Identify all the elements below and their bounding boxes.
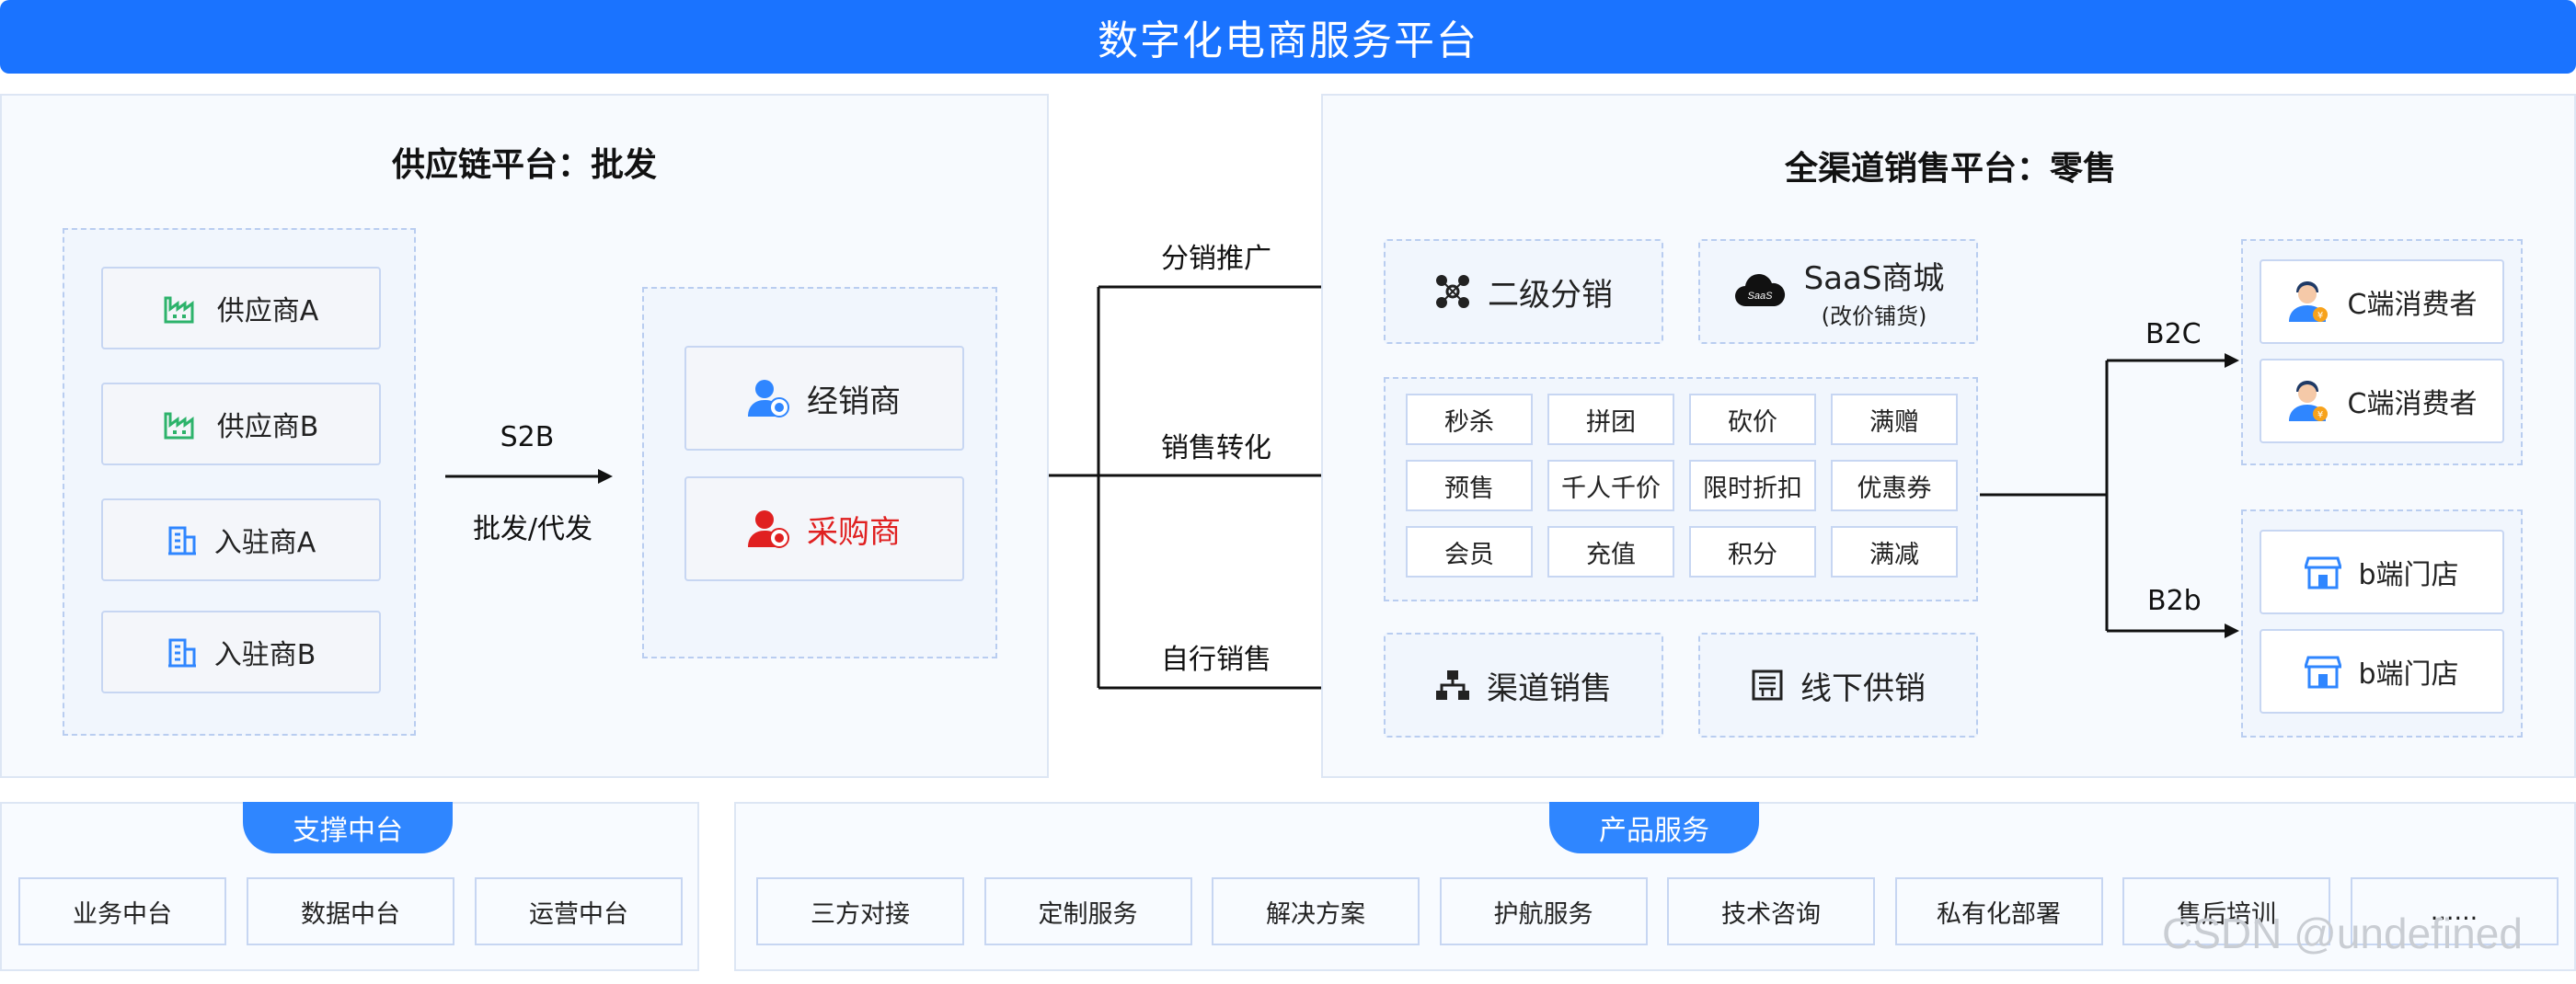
customer-connectors xyxy=(1980,353,2239,638)
marketing-tool-cell: 预售 xyxy=(1406,460,1533,511)
factory-icon xyxy=(164,292,201,324)
offline-supply-label: 线下供销 xyxy=(1800,669,1926,707)
building-icon xyxy=(167,636,198,668)
marketing-tool-cell: 优惠券 xyxy=(1831,460,1958,511)
product-item: 技术咨询 xyxy=(1667,877,1875,945)
s2b-arrow xyxy=(445,469,613,484)
supplier-node: 供应商B xyxy=(101,383,381,465)
consumer-icon: ¥ xyxy=(2287,280,2331,324)
dealers-group xyxy=(642,287,997,658)
supplier-label: 供应商A xyxy=(216,295,319,327)
products-title: 产品服务 xyxy=(1599,815,1709,847)
marketing-tool-cell: 满减 xyxy=(1831,526,1958,578)
svg-text:¥: ¥ xyxy=(2317,311,2322,321)
dealer-node: 经销商 xyxy=(684,346,964,451)
omnichannel-title: 全渠道销售平台：零售 xyxy=(1784,150,2116,188)
saas-badge-text: SaaS xyxy=(1747,291,1773,302)
marketing-tool-cell: 秒杀 xyxy=(1406,394,1533,445)
product-item: 三方对接 xyxy=(756,877,964,945)
merchant-label: 入驻商A xyxy=(213,527,316,559)
saas-mall: SaaS SaaS商城 (改价铺货) xyxy=(1698,239,1978,344)
c-consumer-node: ¥ C端消费者 xyxy=(2260,259,2504,344)
product-item: 私有化部署 xyxy=(1894,877,2103,945)
b2b-label: B2b xyxy=(2147,585,2202,617)
marketing-tool-cell: 充值 xyxy=(1547,526,1674,578)
offline-supply: 线下供销 xyxy=(1698,633,1978,738)
network-icon xyxy=(1434,273,1471,310)
user-badge-icon xyxy=(748,509,790,549)
marketing-tool-cell: 会员 xyxy=(1406,526,1533,578)
saas-title: SaaS商城 xyxy=(1803,260,1945,297)
marketing-tool-cell: 满赠 xyxy=(1831,394,1958,445)
s2b-label: S2B xyxy=(500,421,555,453)
merchant-node: 入驻商A xyxy=(101,498,381,581)
shop-icon xyxy=(2305,654,2342,689)
building-icon xyxy=(167,524,198,555)
marketing-tool-cell: 积分 xyxy=(1689,526,1816,578)
b2c-label: B2C xyxy=(2145,318,2202,350)
c-consumer-node: ¥ C端消费者 xyxy=(2260,359,2504,443)
channel-sales-label: 渠道销售 xyxy=(1487,669,1612,707)
b-store-label: b端门店 xyxy=(2358,559,2459,591)
marketing-tool-cell: 拼团 xyxy=(1547,394,1674,445)
support-item: 运营中台 xyxy=(475,877,683,945)
shop-icon xyxy=(2305,555,2342,589)
store-icon xyxy=(1751,669,1784,702)
page-title: 数字化电商服务平台 xyxy=(1098,17,1478,64)
purchaser-label: 采购商 xyxy=(807,513,901,551)
product-item: 售后培训 xyxy=(2122,877,2330,945)
support-item: 数据中台 xyxy=(247,877,454,945)
consumer-icon: ¥ xyxy=(2287,379,2331,423)
channel-sales: 渠道销售 xyxy=(1384,633,1663,738)
b-store-node: b端门店 xyxy=(2260,530,2504,614)
saas-subtitle: (改价铺货) xyxy=(1821,303,1927,329)
products-title-pill: 产品服务 xyxy=(1549,802,1759,853)
c-consumer-label: C端消费者 xyxy=(2347,289,2478,321)
b-store-node: b端门店 xyxy=(2260,629,2504,714)
marketing-tool-cell: 砍价 xyxy=(1689,394,1816,445)
second-level-distribution: 二级分销 xyxy=(1384,239,1663,344)
header-bar: 数字化电商服务平台 xyxy=(0,0,2576,74)
second-level-label: 二级分销 xyxy=(1488,276,1613,314)
product-item: ...... xyxy=(2350,877,2559,945)
svg-text:¥: ¥ xyxy=(2317,410,2322,420)
purchaser-node: 采购商 xyxy=(684,476,964,581)
route-label-self-sell: 自行销售 xyxy=(1161,644,1271,676)
supplier-node: 供应商A xyxy=(101,267,381,349)
supply-chain-title: 供应链平台：批发 xyxy=(391,146,657,184)
org-chart-icon xyxy=(1435,669,1470,702)
product-item: 护航服务 xyxy=(1439,877,1648,945)
cloud-icon: SaaS xyxy=(1732,273,1788,310)
user-badge-icon xyxy=(748,378,790,418)
merchant-label: 入驻商B xyxy=(213,639,316,671)
marketing-tool-cell: 千人千价 xyxy=(1547,460,1674,511)
merchant-node: 入驻商B xyxy=(101,611,381,693)
supplier-label: 供应商B xyxy=(216,411,319,443)
route-label-distribution: 分销推广 xyxy=(1161,243,1271,275)
support-title: 支撑中台 xyxy=(293,815,403,847)
watermark: CSDN @undefined xyxy=(2162,910,2523,957)
support-title-pill: 支撑中台 xyxy=(243,802,453,853)
wholesale-label: 批发/代发 xyxy=(472,513,593,545)
b-store-label: b端门店 xyxy=(2358,658,2459,691)
support-item: 业务中台 xyxy=(18,877,226,945)
product-item: 解决方案 xyxy=(1212,877,1420,945)
factory-icon xyxy=(164,408,201,440)
dealer-label: 经销商 xyxy=(807,383,901,420)
marketing-tool-cell: 限时折扣 xyxy=(1689,460,1816,511)
c-consumer-label: C端消费者 xyxy=(2347,388,2478,420)
product-item: 定制服务 xyxy=(983,877,1192,945)
route-label-conversion: 销售转化 xyxy=(1161,432,1271,464)
